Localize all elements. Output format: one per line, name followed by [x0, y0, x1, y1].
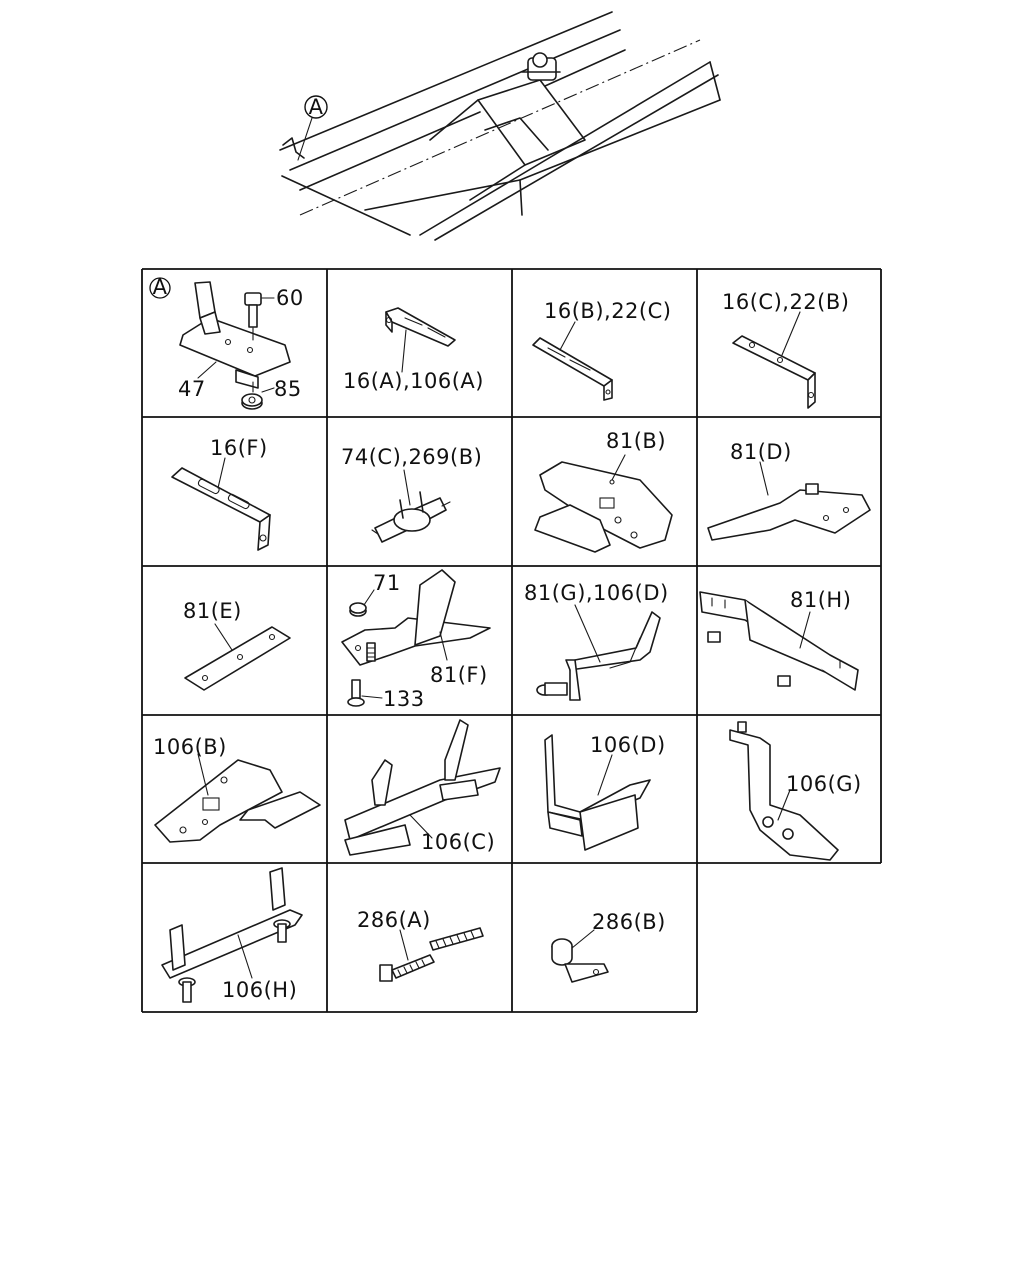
cell-81b: 81(B) — [534, 429, 673, 553]
bolt-icon — [347, 679, 365, 707]
stud-icon — [536, 682, 568, 696]
hitch-icon — [521, 52, 561, 81]
label-81g-106d: 81(G),106(D) — [524, 581, 669, 605]
frame-overview: A — [279, 11, 721, 241]
clamp-icon — [371, 491, 451, 543]
cell-106c: 106(C) — [344, 719, 501, 856]
part-133-label: 133 — [383, 687, 425, 711]
stud-icon — [707, 631, 791, 687]
cell-106h: 106(H) — [161, 867, 303, 1003]
stud-icon — [366, 642, 376, 662]
label-106g: 106(G) — [786, 772, 862, 796]
bolt-icon — [244, 292, 262, 341]
cell-106d: 106(D) — [544, 733, 666, 851]
cell-16f: 16(F) — [171, 436, 271, 551]
cell-106b: 106(B) — [153, 735, 321, 843]
part-81f-label: 81(F) — [430, 663, 488, 687]
cell-106g: 106(G) — [729, 721, 862, 861]
cable-tie-icon — [379, 927, 484, 982]
cell-16b-22c: 16(B),22(C) — [532, 299, 671, 401]
label-106c: 106(C) — [421, 830, 495, 854]
cell-81f: 71 133 81(F) — [341, 569, 491, 711]
label-16b-22c: 16(B),22(C) — [544, 299, 671, 323]
cell-81e: 81(E) — [183, 599, 291, 691]
label-286a: 286(A) — [357, 908, 431, 932]
cell-81h: 81(H) — [699, 588, 859, 691]
label-106h: 106(H) — [222, 978, 297, 1002]
label-81h: 81(H) — [790, 588, 851, 612]
label-106d: 106(D) — [590, 733, 666, 757]
nut-icon — [349, 602, 367, 617]
pipe-clip-icon — [551, 938, 609, 983]
detail-marker-a: A — [304, 95, 328, 119]
bolt-icon — [178, 919, 291, 1003]
cell-16a-106a: 16(A),106(A) — [343, 307, 484, 393]
cell-74c-269b: 74(C),269(B) — [341, 445, 482, 543]
part-47-label: 47 — [178, 377, 206, 401]
part-71-label: 71 — [373, 571, 401, 595]
cell-286a: 286(A) — [357, 908, 484, 982]
label-286b: 286(B) — [592, 910, 666, 934]
label-16a-106a: 16(A),106(A) — [343, 369, 484, 393]
cell-81d: 81(D) — [707, 440, 871, 541]
nut-icon — [241, 393, 263, 410]
label-81b: 81(B) — [606, 429, 666, 453]
part-60-label: 60 — [276, 286, 304, 310]
label-106b: 106(B) — [153, 735, 227, 759]
stud-icon — [737, 721, 794, 840]
detail-a-tag: A — [149, 275, 171, 299]
cell-detail-a: A 60 85 47 — [149, 275, 304, 410]
parts-grid — [141, 268, 882, 1013]
svg-text:A: A — [153, 275, 168, 299]
part-85-label: 85 — [274, 377, 302, 401]
label-16f: 16(F) — [210, 436, 268, 460]
cell-286b: 286(B) — [551, 910, 666, 983]
detail-marker-label: A — [309, 95, 324, 119]
label-16c-22b: 16(C),22(B) — [722, 290, 849, 314]
cell-81g-106d: 81(G),106(D) — [524, 581, 669, 701]
label-81d: 81(D) — [730, 440, 792, 464]
cell-16c-22b: 16(C),22(B) — [722, 290, 849, 409]
label-81e: 81(E) — [183, 599, 242, 623]
label-74c-269b: 74(C),269(B) — [341, 445, 482, 469]
